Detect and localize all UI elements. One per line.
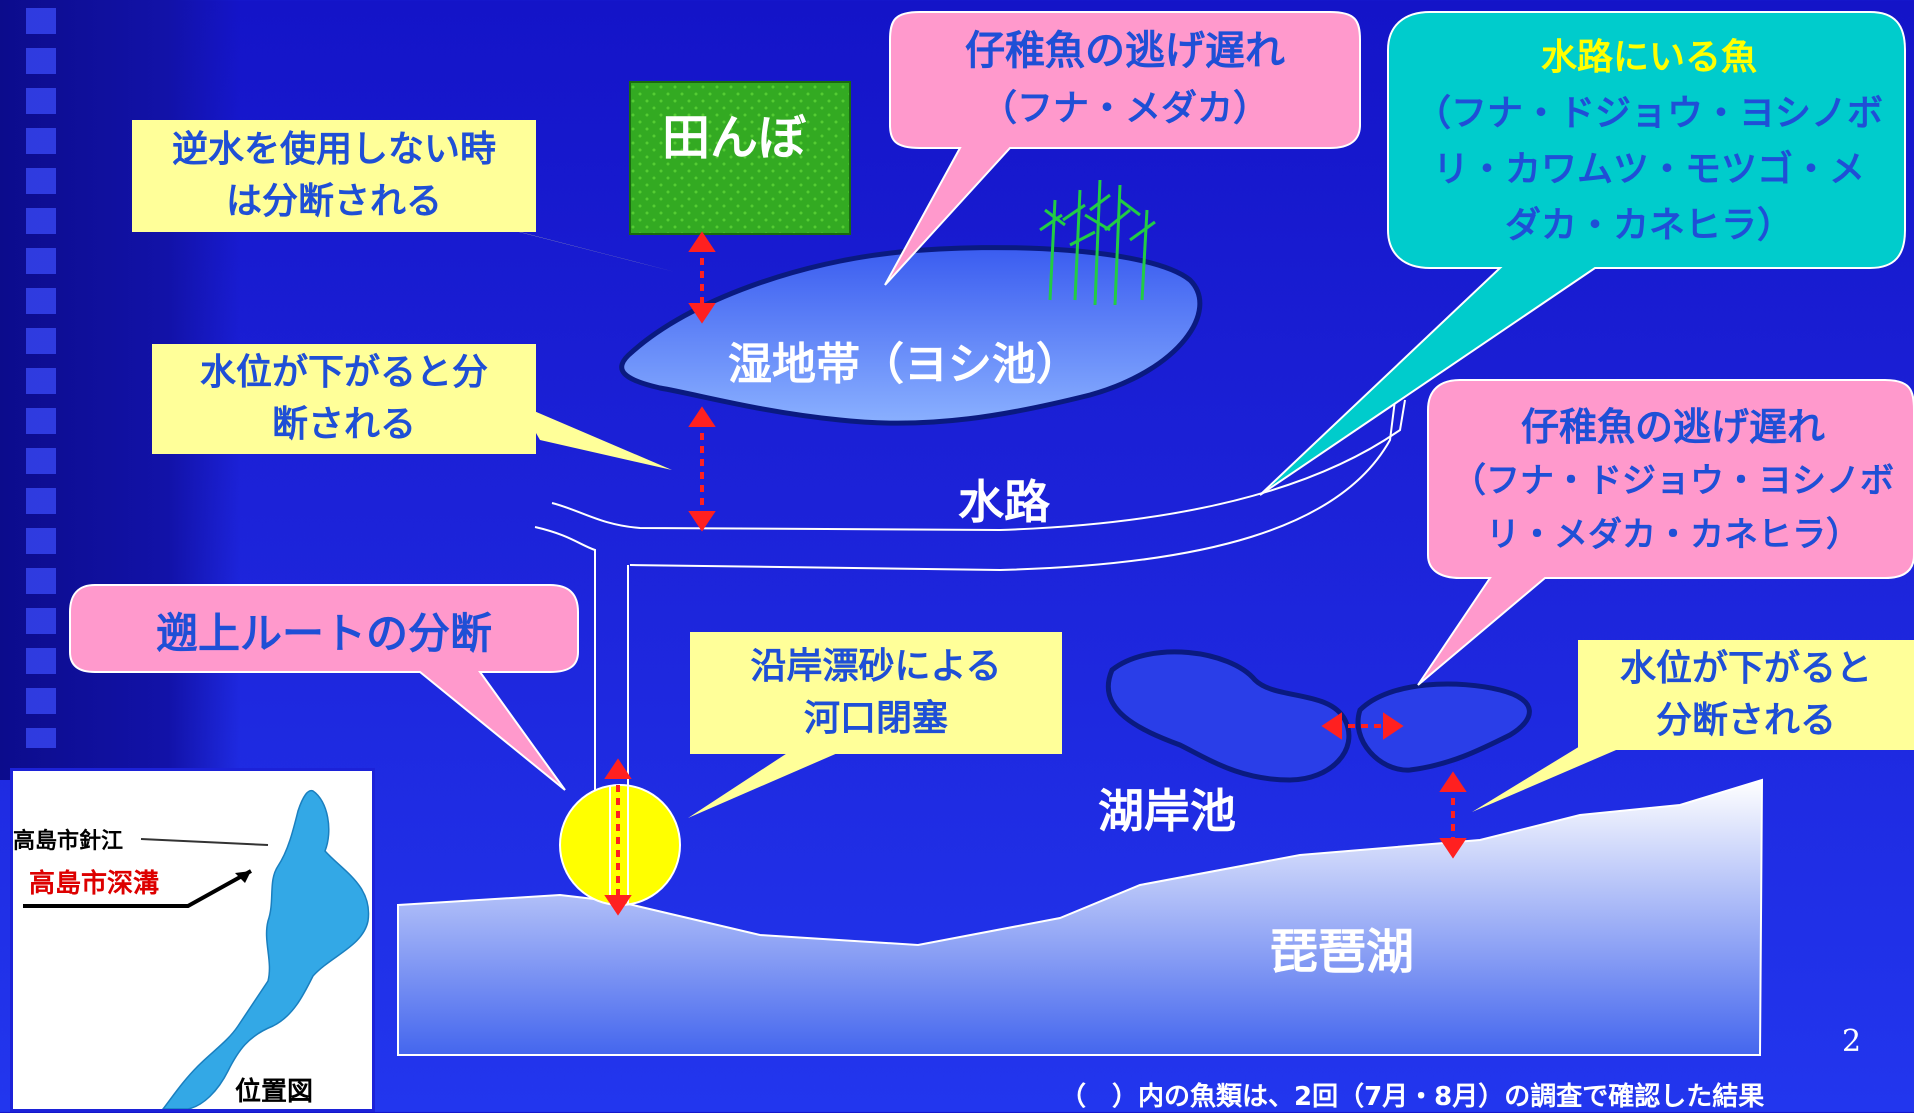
callout-line: 断される	[271, 404, 416, 445]
lake-biwa-shape	[397, 778, 1764, 1056]
callout-estuary-blockage: 沿岸漂砂による 河口閉塞	[690, 632, 1062, 754]
waterway-line-lower	[534, 526, 596, 890]
callout-lakepond-isolation: 水位が下がると 分断される	[1578, 640, 1914, 750]
left-decor-squares	[26, 8, 56, 748]
callout-fry-escape-right: 仔稚魚の逃げ遅れ （フナ・ドジョウ・ヨシノボ リ・メダカ・カネヒラ）	[1432, 400, 1914, 562]
waterway-line-3	[629, 399, 1396, 572]
paddy-field-shape	[629, 81, 851, 235]
footnote: （ ）内の魚類は、2回（7月・8月）の調査で確認した結果	[1060, 1082, 1765, 1112]
wetland-label: 湿地帯（ヨシ池）	[728, 339, 1080, 390]
callout-line: 水位が下がると分	[199, 352, 488, 393]
lakeside-pond-right	[1355, 681, 1532, 773]
callout-line: 河口閉塞	[803, 698, 948, 739]
isolation-arrows	[604, 231, 1467, 916]
callout-line: ダカ・カネヒラ）	[1504, 205, 1793, 246]
tanbo-label: 田んぼ	[662, 110, 807, 166]
callout-line: 分断される	[1655, 700, 1836, 741]
lake-biwa-label: 琵琶湖	[1270, 924, 1415, 980]
callout-line: 仔稚魚の逃げ遅れ	[1520, 405, 1825, 449]
callout-line: 沿岸漂砂による	[750, 646, 1002, 687]
callout-line: リ・メダカ・カネヒラ）	[1486, 515, 1860, 555]
callout-pink-right	[1417, 379, 1914, 686]
callout-line: 逆水を使用しない時	[171, 129, 496, 170]
lakeside-pond-label: 湖岸池	[1098, 784, 1236, 838]
callout-line: （フナ・ドジョウ・ヨシノボ	[1452, 461, 1894, 501]
callout-waterway-fish: 水路にいる魚 （フナ・ドジョウ・ヨシノボ リ・カワムツ・モツゴ・メ ダカ・カネヒ…	[1395, 30, 1903, 254]
callout-line: （フナ・ドジョウ・ヨシノボ	[1414, 93, 1883, 134]
callout-tail-wetland	[520, 405, 672, 470]
reed-icon	[1039, 179, 1156, 306]
callout-tail-tanbo	[480, 222, 675, 272]
map-label-place2: 高島市深溝	[29, 869, 160, 899]
callout-pink-left	[69, 584, 579, 791]
callout-wetland-isolation: 水位が下がると分 断される	[152, 344, 536, 454]
lake-biwa-map-icon	[23, 789, 370, 1109]
callout-line: リ・カワムツ・モツゴ・メ	[1432, 149, 1865, 190]
waterway-line-upper	[551, 399, 1406, 532]
lakeside-pond-left	[1105, 649, 1352, 783]
callout-title: 水路にいる魚	[1540, 37, 1757, 78]
location-map: 高島市針江 高島市深溝 位置図	[10, 768, 375, 1112]
callout-line: 水位が下がると	[1619, 648, 1872, 689]
wetland-shape	[619, 245, 1203, 426]
callout-teal	[1259, 11, 1906, 496]
map-label-place1: 高島市針江	[13, 829, 124, 854]
map-caption: 位置図	[235, 1077, 314, 1107]
callout-tail-estuary	[688, 748, 840, 818]
callout-upstream-route: 遡上ルートの分断	[155, 609, 492, 658]
page-number: 2	[1842, 1024, 1862, 1059]
callout-pink-top	[884, 11, 1361, 286]
callout-line: 仔稚魚の逃げ遅れ	[965, 28, 1285, 74]
callout-line: （フナ・メダカ）	[980, 88, 1269, 129]
waterway-label: 水路	[958, 475, 1050, 529]
callout-fry-escape-top: 仔稚魚の逃げ遅れ （フナ・メダカ）	[892, 22, 1358, 138]
callout-tanbo-isolation: 逆水を使用しない時 は分断される	[132, 120, 536, 232]
callout-tail-lakepond	[1472, 740, 1630, 812]
callout-line: は分断される	[225, 181, 442, 222]
